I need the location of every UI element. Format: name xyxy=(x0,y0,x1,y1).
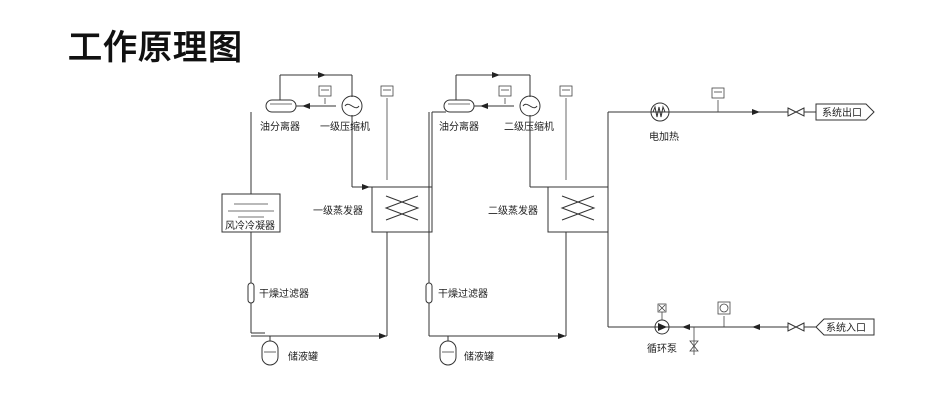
pressure-gauge-icon xyxy=(717,301,731,327)
secondary-loop xyxy=(607,111,816,355)
oil-separator-1-label: 油分离器 xyxy=(260,120,300,133)
outlet-valve-icon xyxy=(787,107,805,117)
receiver-2-label: 储液罐 xyxy=(464,350,494,363)
compressor-2-icon xyxy=(519,95,541,117)
drain-valve-icon xyxy=(689,340,699,352)
evaporator-1-label: 一级蒸发器 xyxy=(313,204,363,217)
pressure-gauge-icon xyxy=(380,85,394,180)
flow-arrow xyxy=(362,184,370,190)
flow-arrow xyxy=(480,103,488,109)
oil-separator-2-label: 油分离器 xyxy=(439,120,479,133)
pressure-gauge-icon xyxy=(318,85,332,104)
flow-arrow xyxy=(379,333,387,339)
circulation-pump-label: 循环泵 xyxy=(647,342,677,355)
flow-arrow xyxy=(492,72,500,78)
system-inlet-tag xyxy=(815,318,875,336)
system-inlet-label: 系统入口 xyxy=(826,321,866,334)
air-cooled-condenser xyxy=(221,193,281,233)
pressure-gauge-icon xyxy=(498,85,512,104)
system-outlet-tag xyxy=(815,103,875,121)
receiver-1-label: 储液罐 xyxy=(288,350,318,363)
evaporator-2 xyxy=(547,186,609,233)
flow-arrow xyxy=(682,324,690,330)
evaporator-1 xyxy=(371,186,433,233)
inlet-valve-icon xyxy=(787,322,805,332)
compressor-1-icon xyxy=(341,95,363,117)
oil-separator-1 xyxy=(265,99,297,113)
stage-1-circuit xyxy=(250,74,433,337)
stage-2-circuit xyxy=(428,74,609,337)
evaporator-2-label: 二级蒸发器 xyxy=(488,204,538,217)
flow-arrow xyxy=(752,324,760,330)
flow-arrow xyxy=(318,72,326,78)
oil-separator-2 xyxy=(443,99,475,113)
receiver-2 xyxy=(439,336,457,366)
page-title: 工作原理图 xyxy=(68,28,243,68)
flow-arrow xyxy=(752,109,760,115)
system-outlet-label: 系统出口 xyxy=(822,106,862,119)
filter-drier-1 xyxy=(247,282,255,304)
filter-drier-2 xyxy=(425,282,433,304)
electric-heater-label: 电加热 xyxy=(649,130,679,143)
air-condenser-label: 风冷冷凝器 xyxy=(225,219,275,232)
filter-drier-1-label: 干燥过滤器 xyxy=(259,287,309,300)
compressor-1-label: 一级压缩机 xyxy=(320,120,370,133)
flow-arrow xyxy=(302,103,310,109)
temperature-gauge-icon xyxy=(711,87,725,112)
receiver-1 xyxy=(261,336,279,366)
electric-heater-icon xyxy=(650,102,670,122)
flow-arrow xyxy=(558,333,566,339)
compressor-2-label: 二级压缩机 xyxy=(504,120,554,133)
circulation-pump-icon xyxy=(654,303,670,335)
filter-drier-2-label: 干燥过滤器 xyxy=(438,287,488,300)
pressure-gauge-icon xyxy=(559,85,573,180)
